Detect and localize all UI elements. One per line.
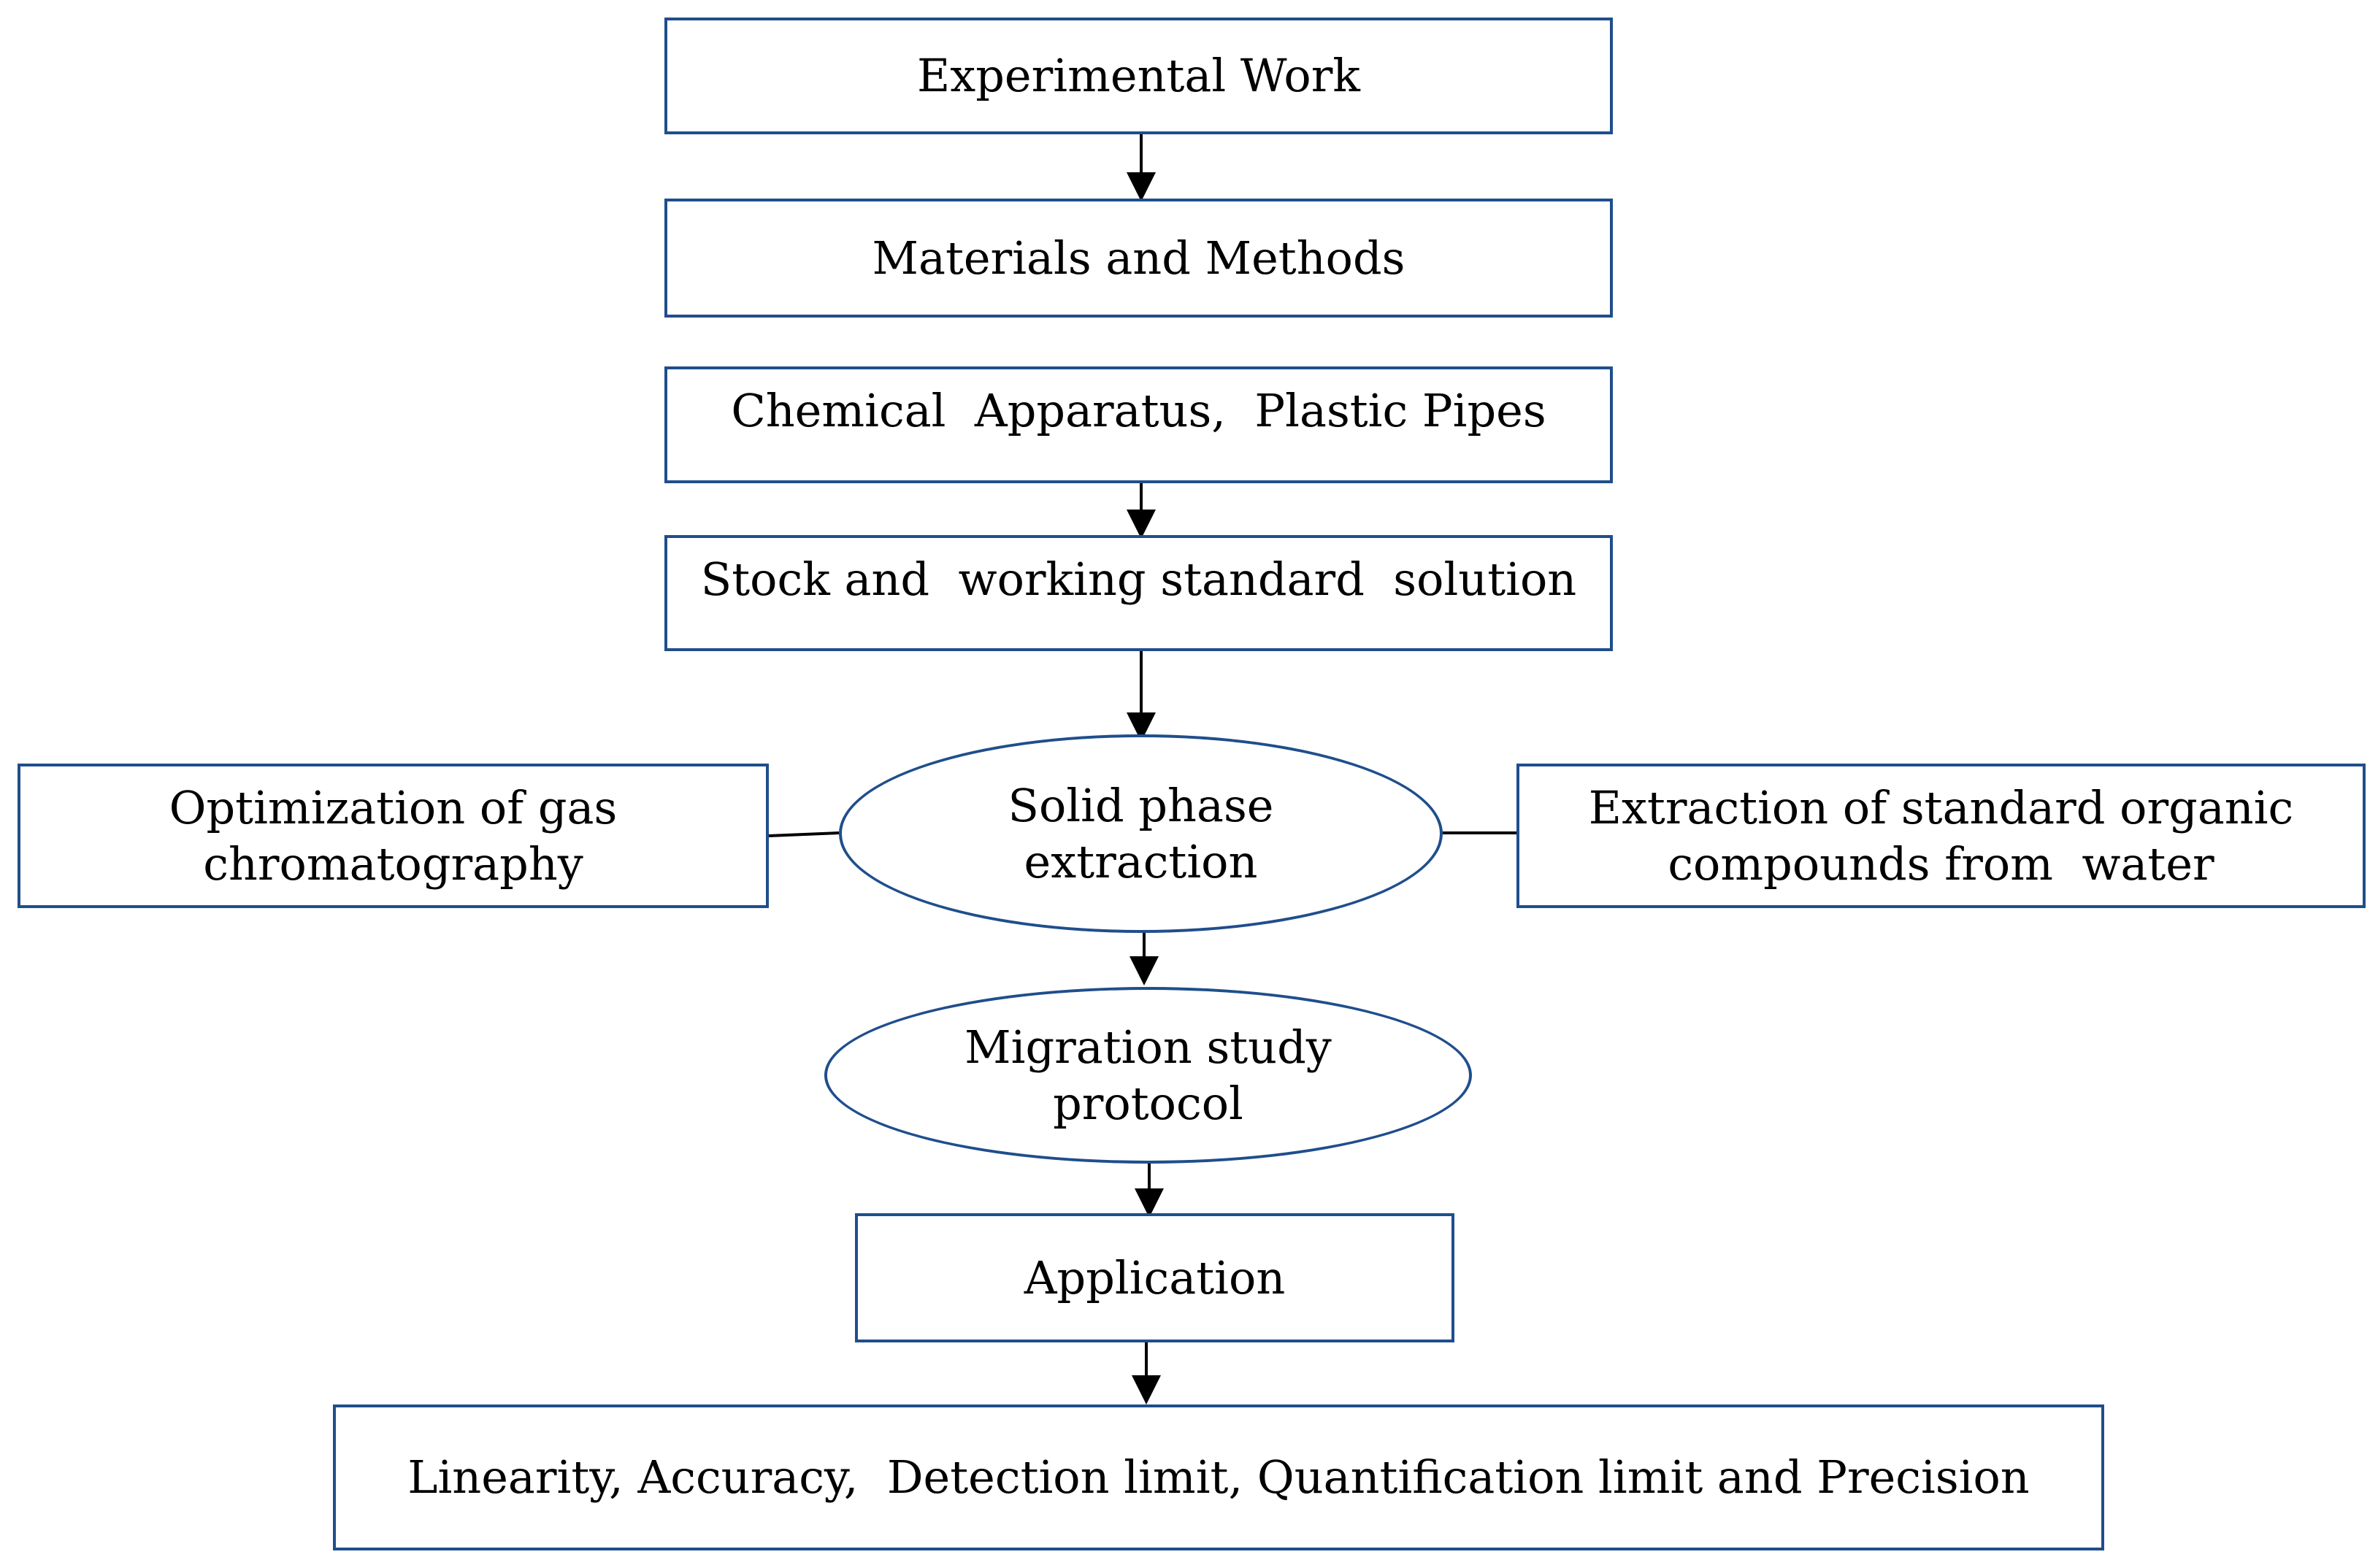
optimization-label-line1: Optimization of gas — [169, 780, 618, 834]
migration-label-line2: protocol — [1053, 1077, 1243, 1130]
migration-label-line1: Migration study — [964, 1020, 1332, 1074]
application-label: Application — [1024, 1250, 1286, 1304]
linearity-label: Linearity, Accuracy, Detection limit, Qu… — [407, 1450, 2030, 1504]
materials-methods-label: Materials and Methods — [872, 231, 1405, 285]
application-box: Application — [855, 1213, 1454, 1342]
connector-optimization-to-spe — [768, 831, 840, 837]
extraction-box: Extraction of standard organic compounds… — [1516, 764, 2366, 908]
chemical-apparatus-box: Chemical Apparatus, Plastic Pipes — [664, 366, 1613, 483]
optimization-box: Optimization of gas chromatography — [18, 764, 769, 908]
spe-label-line2: extraction — [1024, 835, 1258, 888]
experimental-work-label: Experimental Work — [917, 49, 1360, 103]
spe-label-line1: Solid phase — [1008, 778, 1274, 832]
stock-solution-label: Stock and working standard solution — [700, 553, 1577, 606]
extraction-label-line2: compounds from water — [1668, 837, 2214, 891]
linearity-box: Linearity, Accuracy, Detection limit, Qu… — [333, 1404, 2104, 1550]
chemical-apparatus-label: Chemical Apparatus, Plastic Pipes — [731, 384, 1546, 437]
experimental-work-box: Experimental Work — [664, 18, 1613, 134]
stock-solution-box: Stock and working standard solution — [664, 535, 1613, 651]
extraction-label-line1: Extraction of standard organic — [1588, 780, 2294, 834]
materials-methods-box: Materials and Methods — [664, 199, 1613, 318]
migration-study-ellipse: Migration study protocol — [824, 987, 1472, 1164]
solid-phase-extraction-ellipse: Solid phase extraction — [839, 734, 1443, 933]
optimization-label-line2: chromatography — [203, 837, 583, 891]
